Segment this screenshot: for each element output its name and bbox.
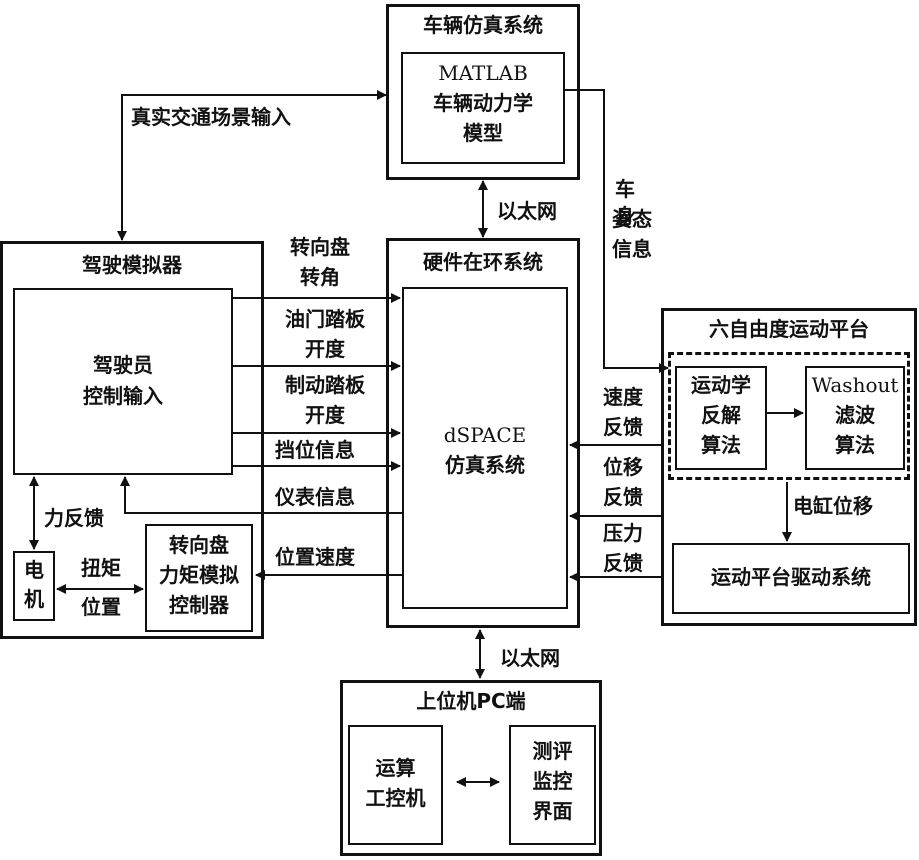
dspace-box: [402, 287, 568, 609]
body-attitude-char-3: 态: [632, 207, 652, 231]
body-attitude-line2: 姿态: [612, 206, 652, 233]
inv-line1: 运动学: [691, 373, 751, 397]
steering-ctrl-line1: 转向盘: [169, 533, 229, 557]
ethernet-top-label: 以太网: [497, 199, 557, 223]
ipc-line2: 工控机: [365, 786, 426, 810]
vehicle-model-line1: MATLAB: [438, 61, 528, 85]
eval-line3: 界面: [532, 799, 573, 823]
vehicle-model-line2: 车辆动力学: [433, 91, 533, 115]
driving-sim-box: [0, 241, 264, 639]
steering-ctrl-line3: 控制器: [169, 593, 229, 617]
body-attitude-char-1: 身: [615, 204, 635, 228]
body-attitude-char-0: 车: [615, 177, 635, 201]
washout-line1: Washout: [811, 373, 899, 397]
vehicle-model-line3: 模型: [463, 121, 503, 145]
eval-monitor-box: [509, 725, 596, 845]
host-pc-box: [340, 680, 602, 856]
steering-torque-controller-box: [145, 524, 253, 632]
speed-feedback-label-1: 速度: [603, 385, 643, 409]
eval-line2: 监控: [532, 769, 573, 793]
steering-angle-label-2: 转角: [300, 265, 340, 289]
displacement-feedback-label-1: 位移: [603, 455, 643, 479]
force-feedback-label: 力反馈: [44, 506, 104, 530]
vehicle-sim-title: 车辆仿真系统: [423, 13, 543, 37]
body-attitude-label: 车 身: [610, 176, 640, 230]
body-attitude-char-4: 信: [612, 237, 632, 261]
platform-drive-box: [672, 543, 910, 614]
vehicle-sim-box: [386, 4, 580, 180]
inverse-kinematics-box: [675, 366, 767, 470]
body-attitude-char-2: 姿: [612, 207, 632, 231]
driving-sim-title: 驾驶模拟器: [82, 253, 182, 277]
body-attitude-arrow: [565, 89, 669, 373]
body-attitude-char-5: 息: [632, 237, 652, 261]
speed-feedback-label-2: 反馈: [603, 415, 643, 439]
pressure-feedback-label-2: 反馈: [603, 551, 643, 575]
washout-line2: 滤波: [835, 403, 875, 427]
displacement-feedback-label-2: 反馈: [603, 485, 643, 509]
brake-label-2: 开度: [305, 403, 345, 427]
motion-platform-box: [661, 308, 917, 626]
dspace-line2: 仿真系统: [445, 453, 525, 477]
washout-filter-box: [805, 366, 905, 470]
eval-line1: 测评: [532, 739, 573, 763]
instrument-arrow: [120, 476, 402, 514]
driver-input-line1: 驾驶员: [93, 353, 153, 377]
driver-input-line2: 控制输入: [83, 384, 163, 408]
torque-label: 扭矩: [81, 556, 121, 580]
throttle-label-2: 开度: [305, 337, 345, 361]
washout-line3: 算法: [835, 433, 875, 457]
motor-box: [13, 551, 55, 621]
hil-title: 硬件在环系统: [423, 250, 543, 274]
brake-label-1: 制动踏板: [285, 373, 365, 397]
cylinder-displacement-label: 电缸位移: [793, 494, 873, 518]
ipc-line1: 运算: [375, 756, 416, 780]
ipc-box: [348, 725, 443, 845]
motor-text: 电机: [24, 558, 44, 611]
body-attitude-line3: 信息: [612, 236, 652, 263]
traffic-arrow: [117, 90, 387, 241]
pressure-feedback-label-1: 压力: [603, 521, 643, 545]
platform-drive-label: 运动平台驱动系统: [711, 565, 871, 589]
gear-label: 挡位信息: [275, 438, 355, 462]
instrument-label: 仪表信息: [275, 485, 355, 509]
host-pc-title: 上位机PC端: [416, 689, 526, 713]
motor-label: 电机: [13, 556, 55, 614]
throttle-label-1: 油门踏板: [285, 307, 365, 331]
inv-line2: 反解: [701, 403, 741, 427]
steering-angle-label-1: 转向盘: [290, 235, 350, 259]
position-label: 位置: [81, 595, 121, 619]
washout-group-dashed: [668, 352, 910, 480]
steering-ctrl-line2: 力矩模拟: [159, 563, 239, 587]
position-speed-label: 位置速度: [275, 545, 355, 569]
traffic-input-label: 真实交通场景输入: [131, 105, 291, 129]
vehicle-model-box: [401, 52, 565, 164]
dspace-line1: dSPACE: [443, 423, 527, 447]
ethernet-bottom-label: 以太网: [500, 646, 560, 670]
inv-line3: 算法: [701, 433, 741, 457]
driver-input-box: [13, 288, 233, 475]
motion-platform-title: 六自由度运动平台: [709, 317, 869, 341]
